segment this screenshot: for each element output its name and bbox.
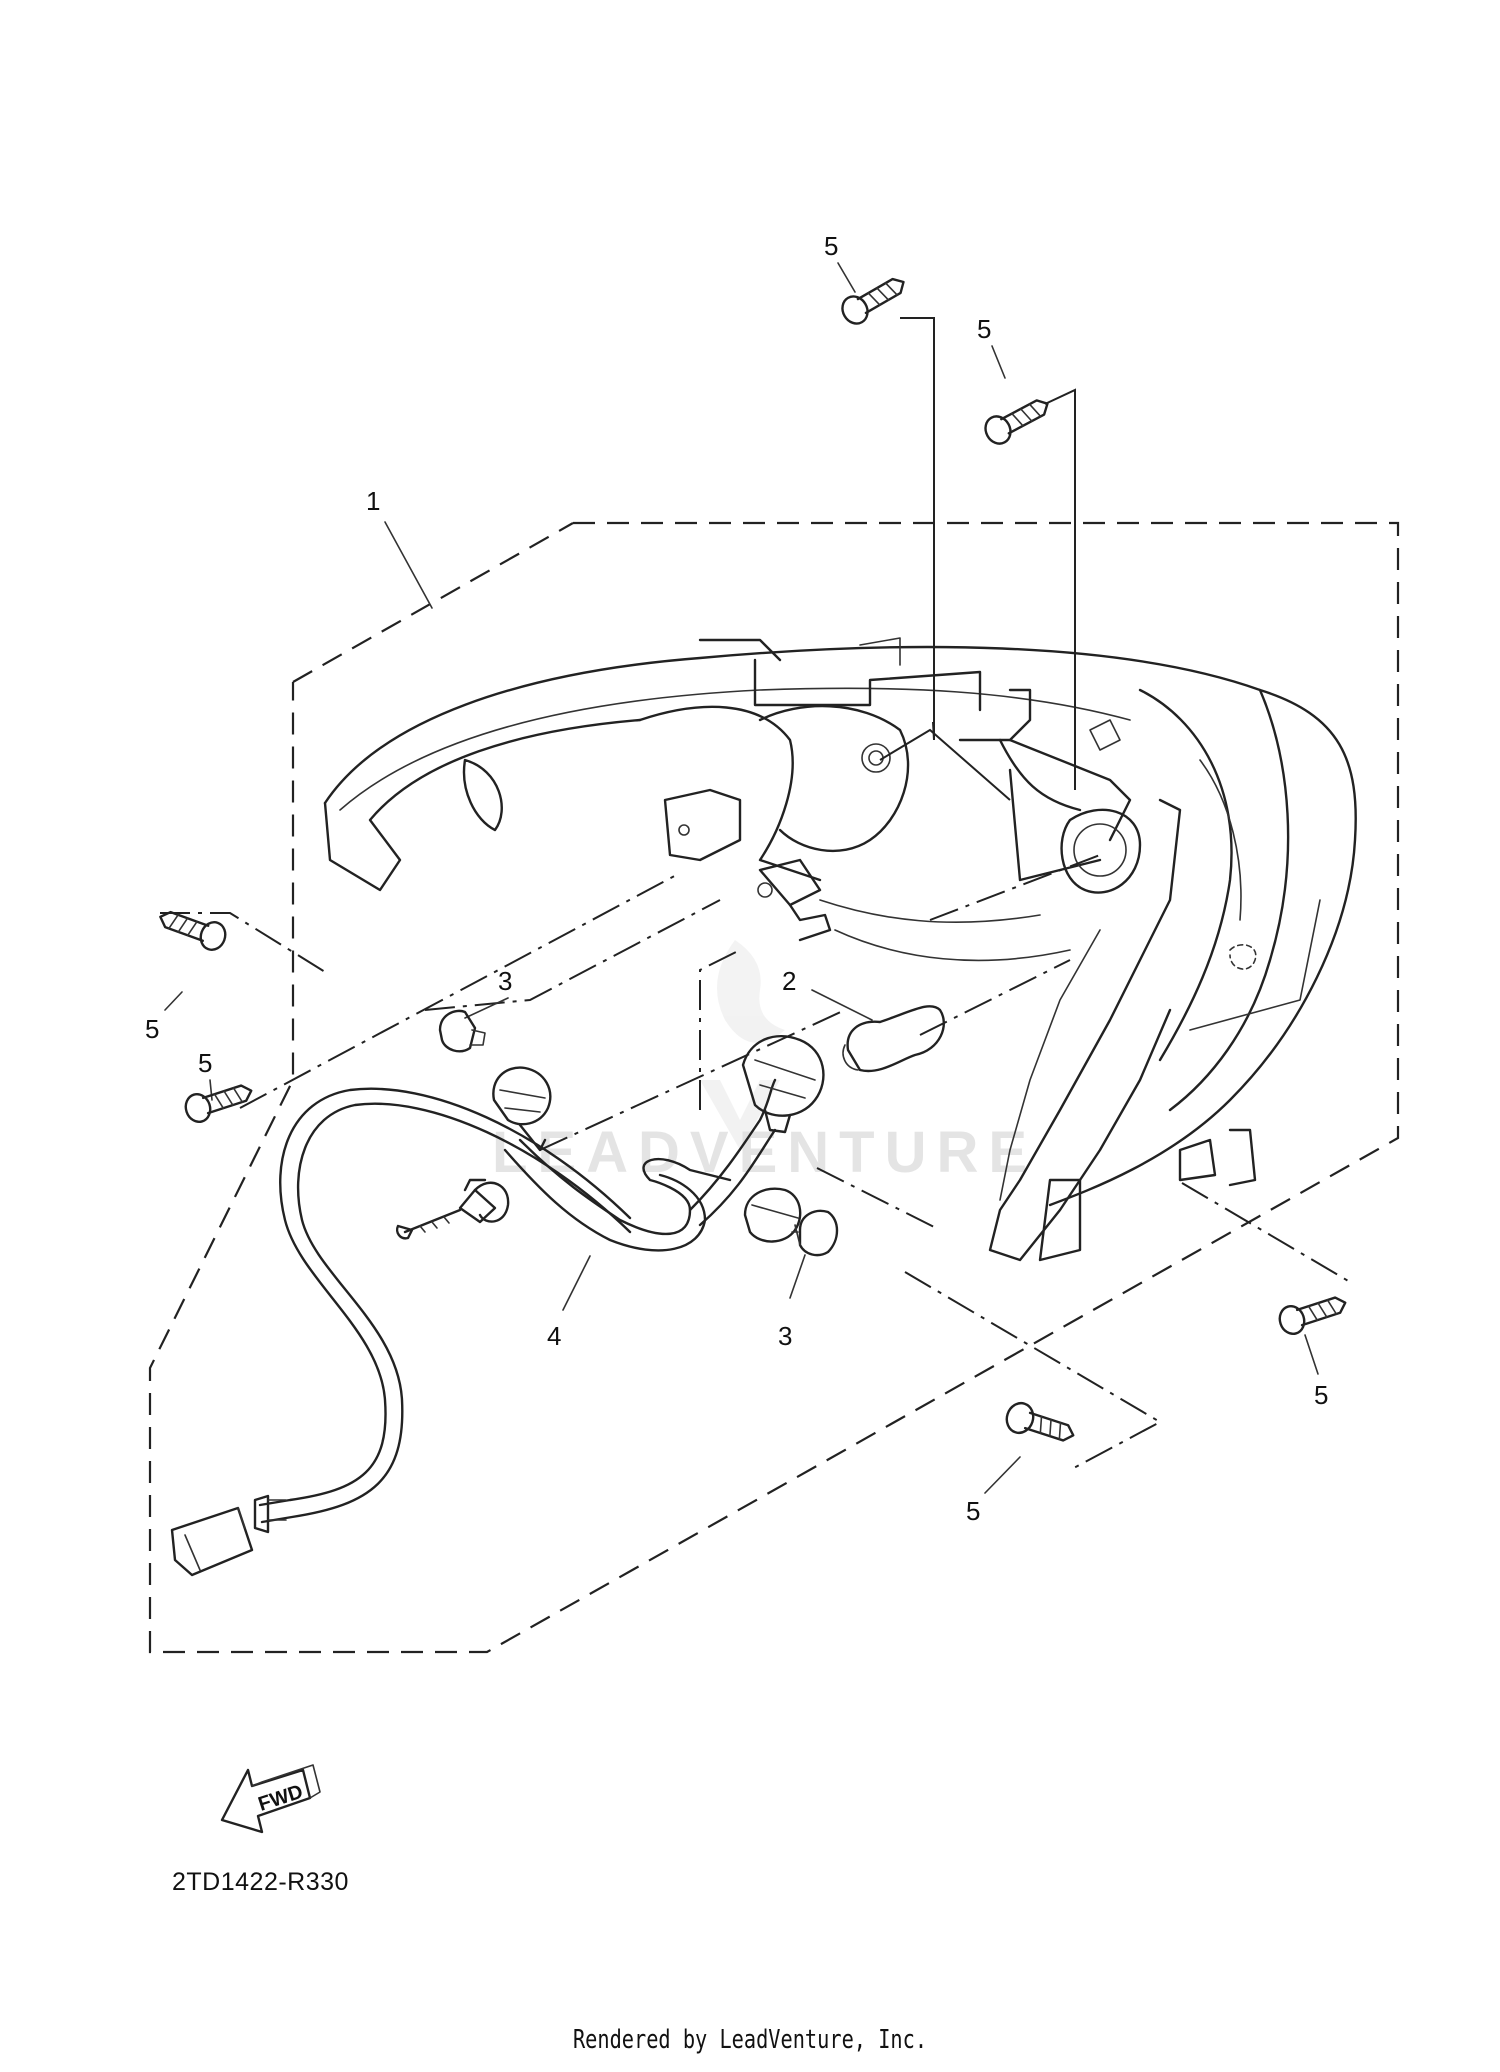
callout-part-3-bottom: 3 xyxy=(778,1321,792,1351)
guide-line-bulb-socket xyxy=(699,949,741,1110)
guide-line-bottom-right xyxy=(816,1167,941,1231)
screw-top-a xyxy=(841,277,905,325)
wiring-harness xyxy=(170,1078,777,1577)
leader-part-3-top xyxy=(464,997,509,1019)
screw-top-b xyxy=(984,399,1049,445)
fwd-direction-arrow: FWD xyxy=(220,1764,321,1834)
guide-line-bottom-center xyxy=(904,1271,1163,1471)
callout-part-5-bottom: 5 xyxy=(966,1496,980,1526)
screw-left-b xyxy=(184,1084,253,1124)
callout-part-2: 2 xyxy=(782,966,796,996)
watermark-text: LEADVENTURE xyxy=(492,1120,1037,1185)
screw-right xyxy=(1278,1296,1347,1336)
render-credit: Rendered by LeadVenture, Inc. xyxy=(572,2025,928,2055)
leader-part-4 xyxy=(562,1255,591,1311)
leader-part-5-right xyxy=(1304,1334,1319,1375)
guide-line-top-screw-b xyxy=(1044,388,1076,790)
guide-line-socket-left xyxy=(424,899,721,1011)
callout-part-4: 4 xyxy=(547,1321,561,1351)
callout-part-5-top-a: 5 xyxy=(824,231,838,261)
leader-part-3-bottom xyxy=(789,1254,806,1299)
bulb-socket-left xyxy=(492,1066,552,1152)
watermark-logo xyxy=(700,940,785,1150)
guide-line-left-screw xyxy=(160,912,331,976)
bulb-socket-lower xyxy=(743,1187,802,1243)
callout-part-5-right: 5 xyxy=(1314,1380,1328,1410)
callout-part-5-left-b: 5 xyxy=(198,1048,212,1078)
leader-part-5-bottom xyxy=(984,1456,1021,1494)
bulb-part-3-bottom xyxy=(791,1209,839,1257)
guide-line-bulb-center xyxy=(919,959,1071,1036)
assembly-boundary-top-left xyxy=(292,522,574,683)
guide-line-left-lower xyxy=(239,872,681,1109)
guide-line-right-bracket xyxy=(1181,1182,1351,1283)
screw-bottom xyxy=(1005,1401,1075,1442)
guide-line-top-connect xyxy=(879,728,1011,801)
screw-left-a xyxy=(159,910,227,951)
callout-part-1: 1 xyxy=(366,486,380,516)
diagram-reference-code: 2TD1422-R330 xyxy=(172,1868,349,1896)
leader-part-1 xyxy=(384,521,433,609)
taillight-housing xyxy=(323,637,1357,1262)
bulb-socket-center xyxy=(741,1035,825,1134)
bulb-part-3-top xyxy=(438,1009,486,1053)
guide-line-socket-right xyxy=(929,854,1101,921)
callout-part-5-left-a: 5 xyxy=(145,1014,159,1044)
assembly-boundary-dashed xyxy=(148,521,1400,1654)
harness-clamp-screw xyxy=(395,1208,462,1240)
leader-part-5-top-b xyxy=(991,345,1006,379)
bulb-part-2 xyxy=(842,1005,945,1073)
leader-part-5-left-a xyxy=(164,991,183,1011)
leader-part-5-top-a xyxy=(837,262,856,293)
callout-part-5-top-b: 5 xyxy=(977,314,991,344)
guide-line-top-screw-a xyxy=(900,317,935,741)
callout-part-3-top: 3 xyxy=(498,966,512,996)
leader-part-2 xyxy=(811,989,873,1021)
guide-line-lower-bracket xyxy=(539,1009,846,1151)
leader-part-5-left-b xyxy=(209,1079,213,1101)
